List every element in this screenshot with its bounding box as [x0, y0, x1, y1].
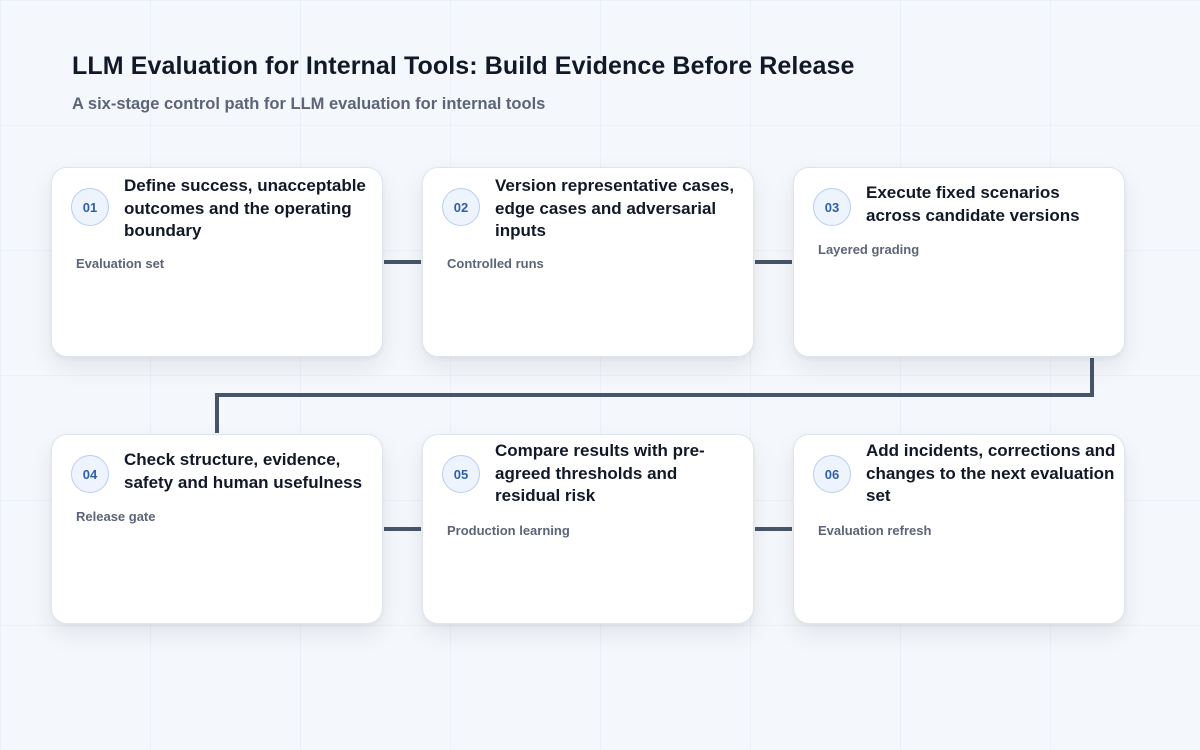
stage-heading: Execute fixed scenarios across candidate… [866, 183, 1080, 225]
stage-number-badge: 02 [442, 188, 480, 226]
stage-card-03: 03 Execute fixed scenarios across candid… [793, 167, 1125, 357]
stage-heading: Compare results with pre-agreed threshol… [495, 441, 705, 505]
stage-card-05: 05 Compare results with pre-agreed thres… [422, 434, 754, 624]
page-title: LLM Evaluation for Internal Tools: Build… [72, 52, 855, 80]
stage-number-badge: 04 [71, 455, 109, 493]
stage-card-06: 06 Add incidents, corrections and change… [793, 434, 1125, 624]
stage-card-01: 01 Define success, unacceptable outcomes… [51, 167, 383, 357]
connector-03-04 [215, 358, 1094, 433]
stage-label: Release gate [76, 509, 156, 524]
stage-heading: Add incidents, corrections and changes t… [866, 441, 1116, 505]
stage-heading: Check structure, evidence, safety and hu… [124, 450, 363, 492]
stage-label: Evaluation set [76, 256, 165, 271]
stage-heading: Version representative cases, edge cases… [495, 176, 735, 240]
stage-number-badge: 03 [813, 188, 851, 226]
page-subtitle: A six-stage control path for LLM evaluat… [72, 95, 546, 113]
stage-number-badge: 06 [813, 455, 851, 493]
stage-label: Controlled runs [447, 256, 544, 271]
stage-number-badge: 05 [442, 455, 480, 493]
stage-label: Evaluation refresh [818, 523, 932, 538]
stage-number-badge: 01 [71, 188, 109, 226]
stage-heading: Define success, unacceptable outcomes an… [124, 176, 366, 240]
stage-card-04: 04 Check structure, evidence, safety and… [51, 434, 383, 624]
stage-label: Production learning [447, 523, 570, 538]
stage-card-02: 02 Version representative cases, edge ca… [422, 167, 754, 357]
stage-label: Layered grading [818, 242, 920, 257]
